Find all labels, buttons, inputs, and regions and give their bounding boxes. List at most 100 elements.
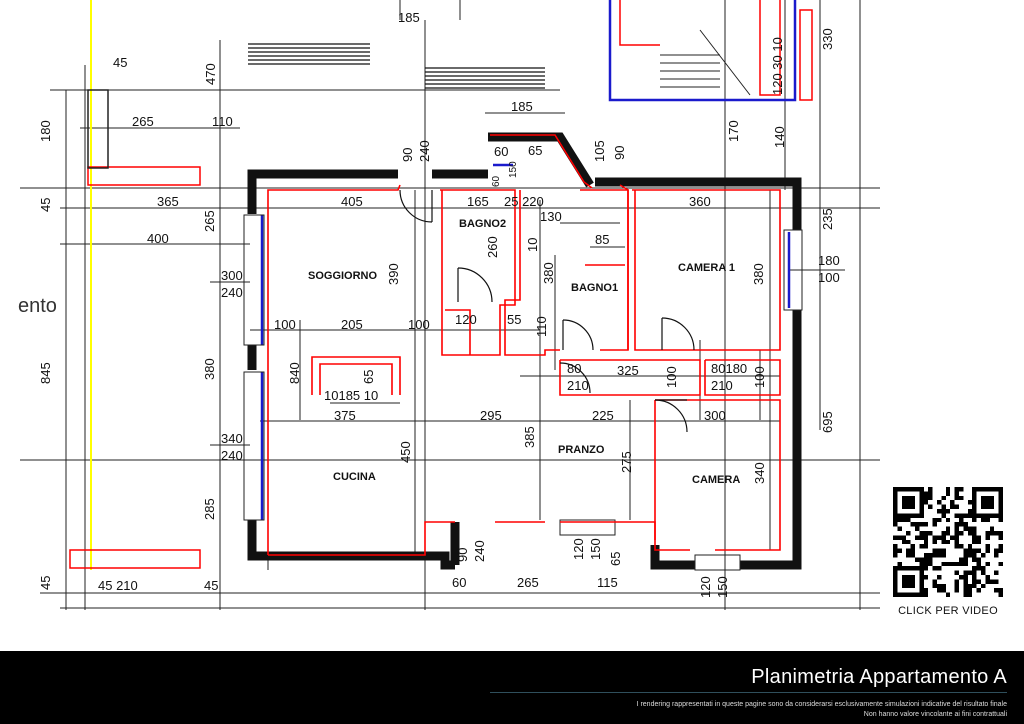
dimension-label: 240: [221, 448, 243, 463]
qr-module: [972, 583, 977, 589]
dimension-label: 45: [113, 55, 127, 70]
qr-module: [972, 548, 977, 553]
qr-module: [919, 487, 924, 492]
qr-module: [923, 522, 929, 527]
qr-module: [981, 553, 986, 558]
qr-module: [963, 557, 968, 562]
qr-module: [915, 535, 920, 540]
qr-module: [985, 517, 990, 523]
page-title: Planimetria Appartamento A: [751, 666, 1007, 688]
qr-module: [945, 561, 951, 567]
qr-module: [937, 575, 942, 580]
dimension-label: 845: [38, 362, 53, 384]
dimension-label: 380: [541, 262, 556, 284]
qr-module: [910, 583, 915, 589]
dimension-label: 470: [203, 63, 218, 85]
qr-module: [915, 592, 920, 597]
qr-module: [985, 579, 990, 584]
qr-module: [972, 491, 977, 496]
qr-module: [972, 539, 977, 545]
room-label-bagno2: BAGNO2: [459, 218, 506, 230]
qr-module: [981, 583, 986, 589]
qr-module: [963, 561, 968, 567]
qr-module: [941, 509, 946, 514]
qr-module: [981, 517, 986, 523]
dimension-label: 840: [287, 362, 302, 384]
qr-module: [893, 491, 898, 496]
qr-module: [950, 535, 955, 540]
qr-module: [976, 539, 981, 545]
qr-module: [972, 531, 977, 536]
qr-module: [910, 522, 915, 527]
qr-module: [945, 517, 951, 523]
qr-module: [923, 531, 929, 536]
qr-module: [901, 487, 907, 492]
qr-module: [937, 553, 942, 558]
dimension-label: 340: [221, 431, 243, 446]
qr-module: [967, 592, 973, 597]
qr-module: [976, 561, 981, 567]
qr-code[interactable]: [893, 487, 1003, 597]
qr-module: [954, 504, 959, 509]
dimension-label: 90: [612, 146, 627, 160]
qr-module: [976, 588, 981, 593]
qr-module: [967, 500, 973, 505]
qr-module: [923, 557, 929, 562]
qr-module: [910, 575, 915, 580]
qr-module: [941, 539, 946, 545]
qr-module: [915, 513, 920, 518]
qr-module: [915, 557, 920, 562]
qr-module: [910, 487, 915, 492]
qr-module: [989, 531, 995, 536]
qr-module: [910, 548, 915, 553]
dimension-label: 80180: [711, 361, 747, 376]
qr-module: [972, 579, 977, 584]
qr-module: [998, 504, 1003, 509]
qr-module: [959, 557, 964, 562]
dimension-label: 170: [726, 120, 741, 142]
dimension-label: 150: [715, 576, 730, 598]
qr-module: [906, 487, 911, 492]
dimension-label: 140: [772, 126, 787, 148]
qr-module: [967, 526, 973, 531]
qr-module: [910, 513, 915, 518]
qr-module: [897, 487, 902, 492]
qr-module: [919, 592, 924, 597]
dimension-label: 380: [202, 358, 217, 380]
qr-module: [928, 495, 933, 501]
qr-module: [919, 513, 924, 518]
dimension-label: 360: [689, 194, 711, 209]
dimension-label: 110: [534, 316, 549, 337]
qr-module: [923, 539, 929, 545]
qr-label[interactable]: CLICK PER VIDEO: [898, 605, 998, 617]
qr-module: [919, 535, 924, 540]
dimension-label: 60: [494, 144, 508, 159]
qr-module: [963, 592, 968, 597]
qr-module: [910, 566, 915, 571]
qr-module: [923, 553, 929, 558]
qr-module: [893, 535, 898, 540]
qr-module: [998, 513, 1003, 518]
qr-module: [945, 509, 951, 514]
qr-module: [954, 495, 959, 501]
dimension-label: 265: [132, 114, 154, 129]
qr-module: [976, 513, 981, 518]
dimension-label: 365: [157, 194, 179, 209]
qr-module: [954, 526, 959, 531]
qr-module: [998, 487, 1003, 492]
qr-module: [981, 495, 986, 501]
qr-module: [906, 579, 911, 584]
dimension-label: 325: [617, 363, 639, 378]
qr-module: [919, 570, 924, 575]
qr-module: [893, 548, 898, 553]
qr-module: [906, 513, 911, 518]
qr-module: [967, 548, 973, 553]
qr-module: [976, 548, 981, 553]
qr-module: [906, 539, 911, 545]
qr-module: [915, 526, 920, 531]
dimension-label: 55: [507, 312, 521, 327]
qr-module: [901, 500, 907, 505]
qr-module: [989, 513, 995, 518]
qr-module: [989, 500, 995, 505]
qr-module: [901, 592, 907, 597]
